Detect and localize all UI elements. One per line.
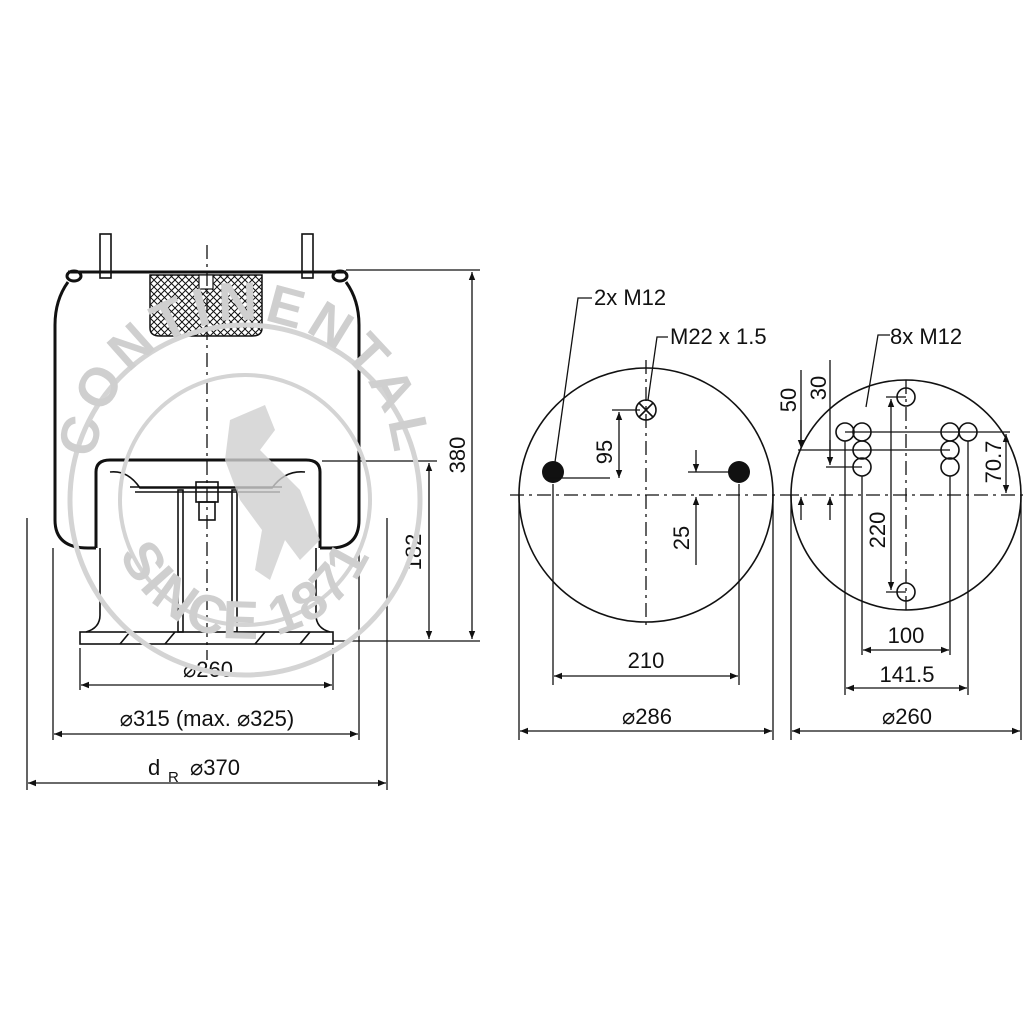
label-m22: M22 x 1.5 [670,324,767,349]
dim-dr-sub: R [168,769,179,786]
dim-95: 95 [592,440,617,464]
dim-dr-label: d [148,755,160,780]
dim-141-5: 141.5 [879,662,934,687]
dim-dia-260: ⌀260 [183,657,233,682]
watermark-bottom-text: SINCE 1871 [108,531,381,651]
bellows-right [320,281,361,550]
bellows-left [53,281,96,550]
dim-210: 210 [628,648,665,673]
bolt-hole-right [728,461,750,483]
side-view: 380 182 ⌀260 ⌀315 (max. ⌀325) d R ⌀370 [26,233,480,790]
label-8x-m12: 8x M12 [890,324,962,349]
label-2x-m12: 2x M12 [594,285,666,310]
dim-30: 30 [806,376,831,400]
dim-height-182: 182 [401,534,426,571]
piston-wall-right [315,548,331,633]
piston-top [94,458,322,548]
dim-dia-315: ⌀315 (max. ⌀325) [120,706,294,731]
dim-100: 100 [888,623,925,648]
dim-height-380: 380 [445,437,470,474]
dim-dia-260-plate: ⌀260 [882,704,932,729]
dim-dia-370: ⌀370 [190,755,240,780]
dim-220: 220 [865,512,890,549]
piston-wall-left [85,548,101,633]
dim-dia-286: ⌀286 [622,704,672,729]
dim-70-7: 70.7 [981,441,1006,484]
dim-25: 25 [669,526,694,550]
bottom-plate-view: 8x M12 50 30 70.7 220 100 141.5 ⌀260 [776,324,1024,740]
top-plate-view: 2x M12 M22 x 1.5 95 25 210 ⌀286 [510,285,785,740]
stud-right [301,233,314,279]
bolt-hole-left [542,461,564,483]
dim-50: 50 [776,388,801,412]
stud-left [99,233,112,279]
